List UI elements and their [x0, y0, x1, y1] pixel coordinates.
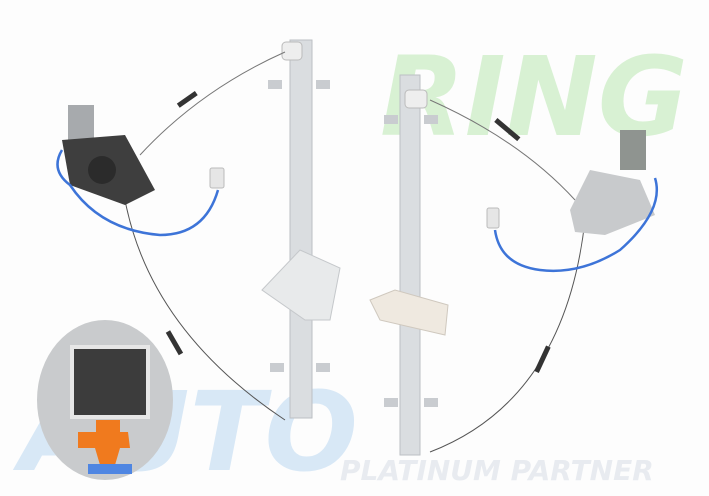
left-glass-carrier — [261, 249, 341, 321]
right-regulator — [369, 74, 659, 456]
right-motor — [570, 170, 655, 235]
watermark-tagline: PLATINUM PARTNER — [340, 454, 654, 487]
left-wire — [56, 149, 220, 237]
right-motor-shaft — [620, 130, 646, 170]
right-wire — [493, 177, 659, 273]
right-rail — [399, 74, 421, 456]
left-regulator — [56, 39, 341, 421]
right-glass-carrier — [369, 289, 449, 336]
connector-inset — [37, 320, 173, 480]
connector-housing — [70, 345, 150, 419]
left-rail — [289, 39, 313, 419]
connector-clip — [78, 432, 130, 465]
